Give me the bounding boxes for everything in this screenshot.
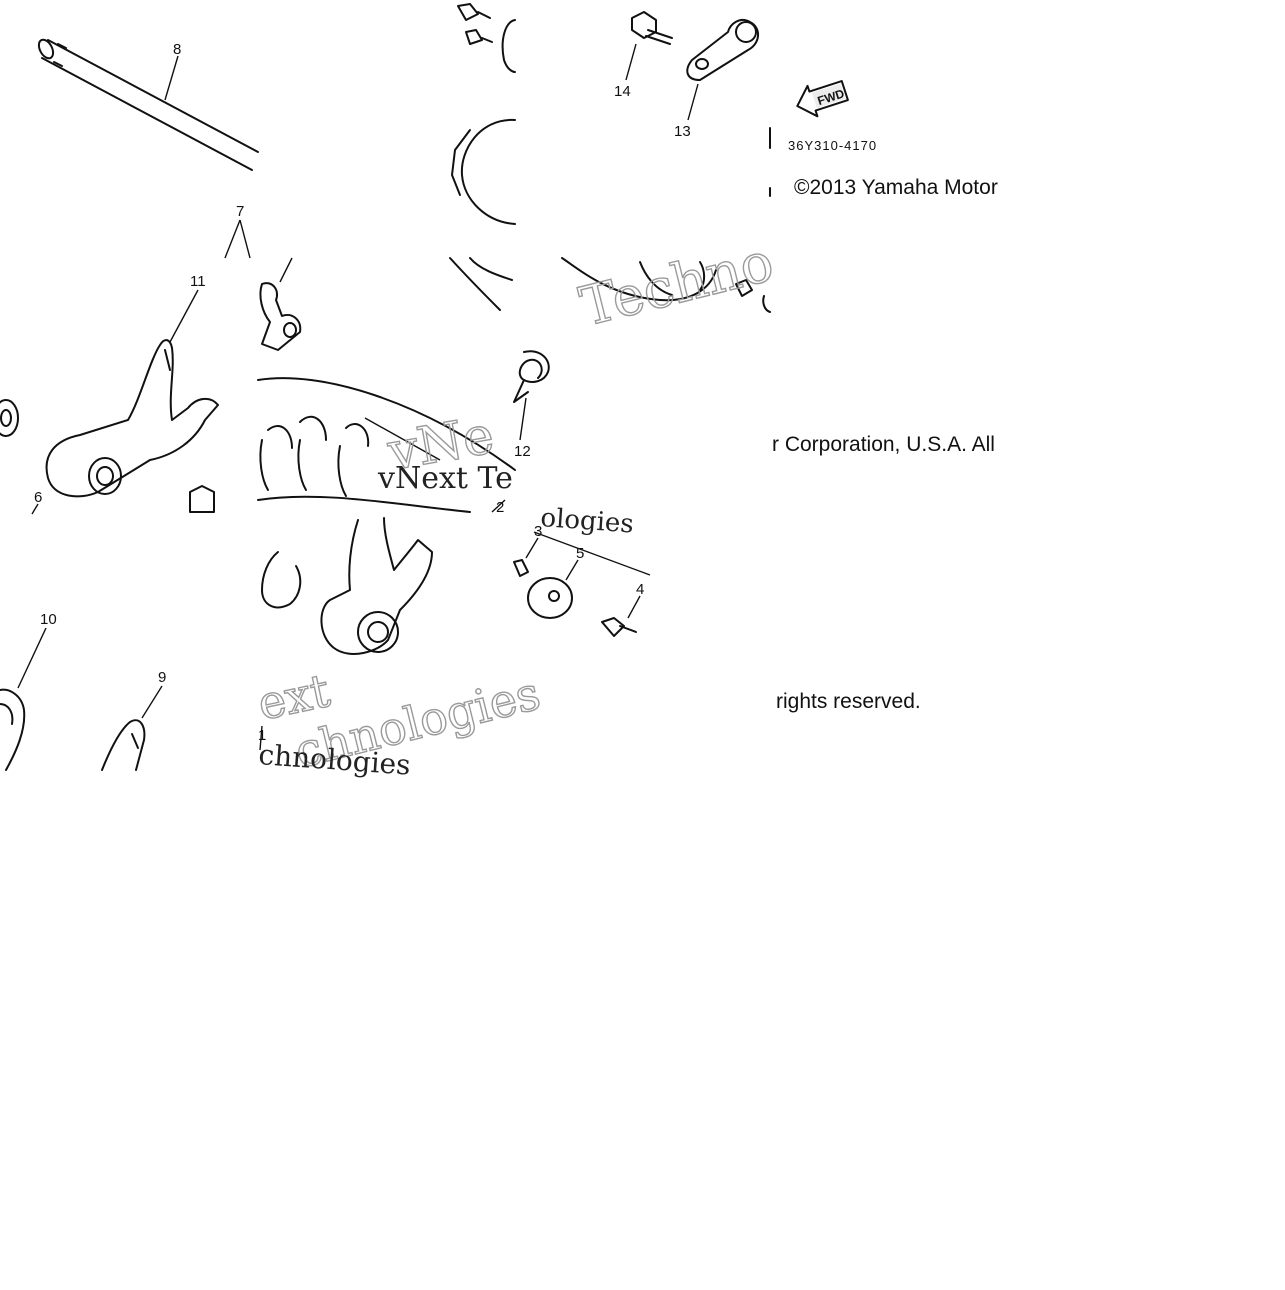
callout-1: 1 <box>258 727 266 744</box>
lever-fragment <box>561 257 753 302</box>
washer-5 <box>527 531 651 619</box>
fragment-mark <box>762 295 771 313</box>
shift-fork-10 <box>0 627 47 771</box>
bolt-14 <box>625 11 673 81</box>
callout-5: 5 <box>576 545 584 562</box>
copyright-line-2: r Corporation, U.S.A. All <box>772 433 995 456</box>
screw-4 <box>601 595 641 637</box>
diagram-code: 36Y310-4170 <box>788 138 877 153</box>
watermark-text: vNext Te <box>377 461 513 496</box>
callout-9: 9 <box>158 669 166 686</box>
callout-3: 3 <box>534 523 542 540</box>
spring-12 <box>513 350 550 441</box>
watermark-text: ologies <box>540 503 635 539</box>
shift-drum <box>257 377 516 513</box>
callout-6: 6 <box>34 489 42 506</box>
callout-7-leaders <box>224 219 251 259</box>
shift-fork-11 <box>45 289 219 498</box>
callout-11: 11 <box>190 273 206 290</box>
shift-fork-2 <box>261 499 506 655</box>
cover-fragment <box>449 19 516 311</box>
callout-14: 14 <box>614 83 631 100</box>
callout-12: 12 <box>514 443 531 460</box>
shift-fork-guide-bar <box>37 38 259 171</box>
fwd-arrow-icon: FWD <box>796 80 849 118</box>
callout-4: 4 <box>636 581 644 598</box>
shift-fork-9 <box>101 685 163 771</box>
callout-7: 7 <box>236 203 244 220</box>
left-edge-part <box>0 399 19 437</box>
bolts-top <box>457 3 493 45</box>
bracket <box>259 257 302 351</box>
callout-6-leader <box>31 503 39 515</box>
callout-2: 2 <box>496 499 504 516</box>
copyright-line-1: ©2013 Yamaha Motor <box>794 176 998 199</box>
callout-1-leader <box>259 725 263 751</box>
callout-10: 10 <box>40 611 57 628</box>
watermark-text: Techno <box>574 230 780 339</box>
copyright-line-3: rights reserved. <box>776 690 921 713</box>
callout-13: 13 <box>674 123 691 140</box>
screw-3 <box>513 537 539 577</box>
callout-8: 8 <box>173 41 181 58</box>
stopper-plate-13 <box>686 18 759 121</box>
fork-end-fragment <box>189 485 215 513</box>
